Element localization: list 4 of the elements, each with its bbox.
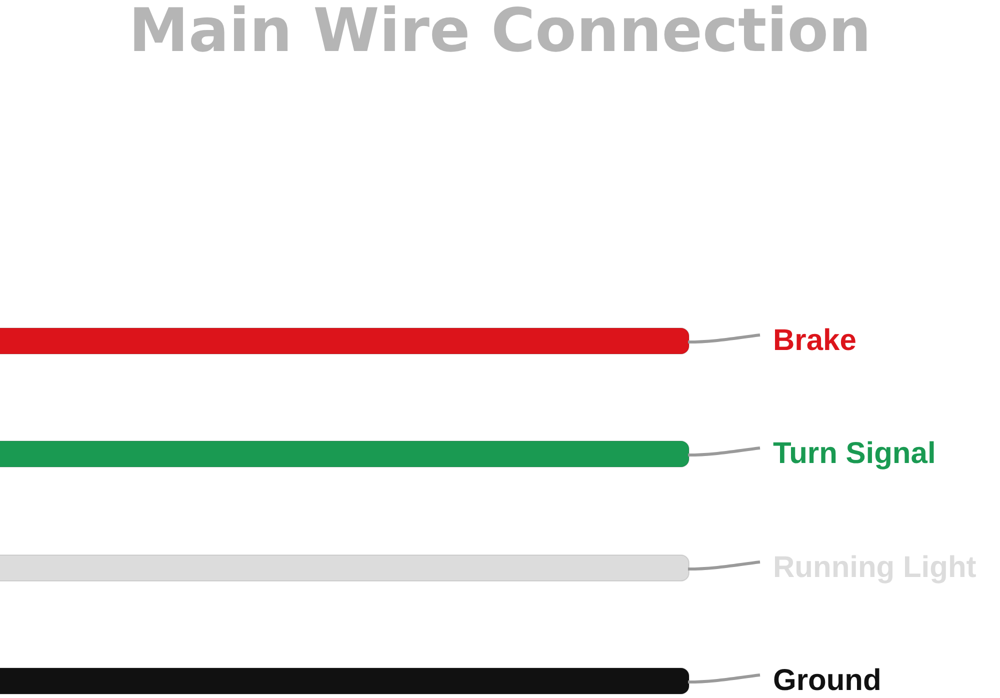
title: Main Wire Connection <box>128 0 872 66</box>
wire-label: Brake <box>773 324 856 358</box>
wire-label: Ground <box>773 664 882 698</box>
wire-label: Turn Signal <box>773 437 936 471</box>
